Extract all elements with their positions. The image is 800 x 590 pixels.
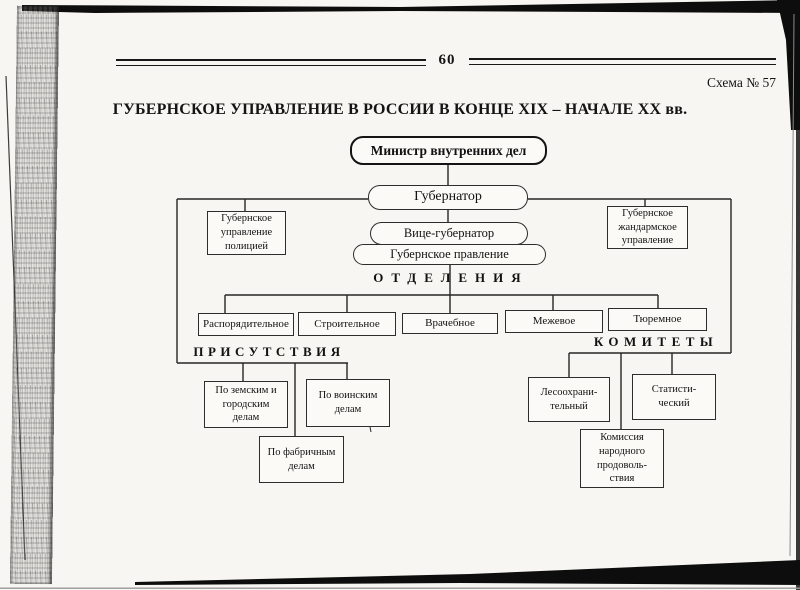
node-dept-prison: Тюремное (608, 308, 707, 331)
label-boards: ПРИСУТСТВИЯ (193, 343, 345, 359)
header-rule-right (469, 57, 776, 65)
header-rule-left (116, 59, 426, 66)
right-edge-line (789, 13, 795, 557)
node-police-directorate: Губернское управление полицией (207, 211, 286, 255)
node-minister-of-internal-affairs: Министр внутренних дел (350, 136, 547, 165)
bottom-page-edge (135, 560, 800, 585)
node-board-factory: По фабричным делам (259, 436, 344, 483)
scheme-number-label: Схема № 57 (707, 75, 776, 90)
right-page-edge-shadow (796, 0, 800, 590)
node-dept-administrative: Распорядительное (198, 313, 294, 336)
label-committees: КОМИТЕТЫ (593, 333, 719, 349)
node-committee-statistical: Статисти- ческий (632, 374, 716, 420)
node-committee-forest: Лесоохрани- тельный (528, 377, 610, 422)
node-board-zemstvo-city: По земским и городским делам (204, 381, 288, 428)
node-gendarme-directorate: Губернское жандармское управление (607, 206, 688, 249)
node-board-military: По воинским делам (306, 379, 390, 427)
top-page-edge (22, 0, 800, 13)
node-governor: Губернатор (368, 185, 528, 210)
label-departments: ОТДЕЛЕНИЯ (373, 269, 529, 285)
node-dept-survey: Межевое (505, 310, 603, 333)
node-vice-governor: Вице-губернатор (370, 222, 528, 245)
node-committee-food: Комиссия народного продоволь- ствия (580, 429, 664, 488)
page-title: ГУБЕРНСКОЕ УПРАВЛЕНИЕ В РОССИИ В КОНЦЕ X… (112, 101, 688, 118)
scan-bottom-line (0, 587, 800, 589)
page-number: 60 (438, 52, 456, 68)
node-provincial-board: Губернское правление (353, 244, 546, 265)
node-dept-construction: Строительное (298, 312, 396, 336)
node-dept-medical: Врачебное (402, 313, 498, 334)
